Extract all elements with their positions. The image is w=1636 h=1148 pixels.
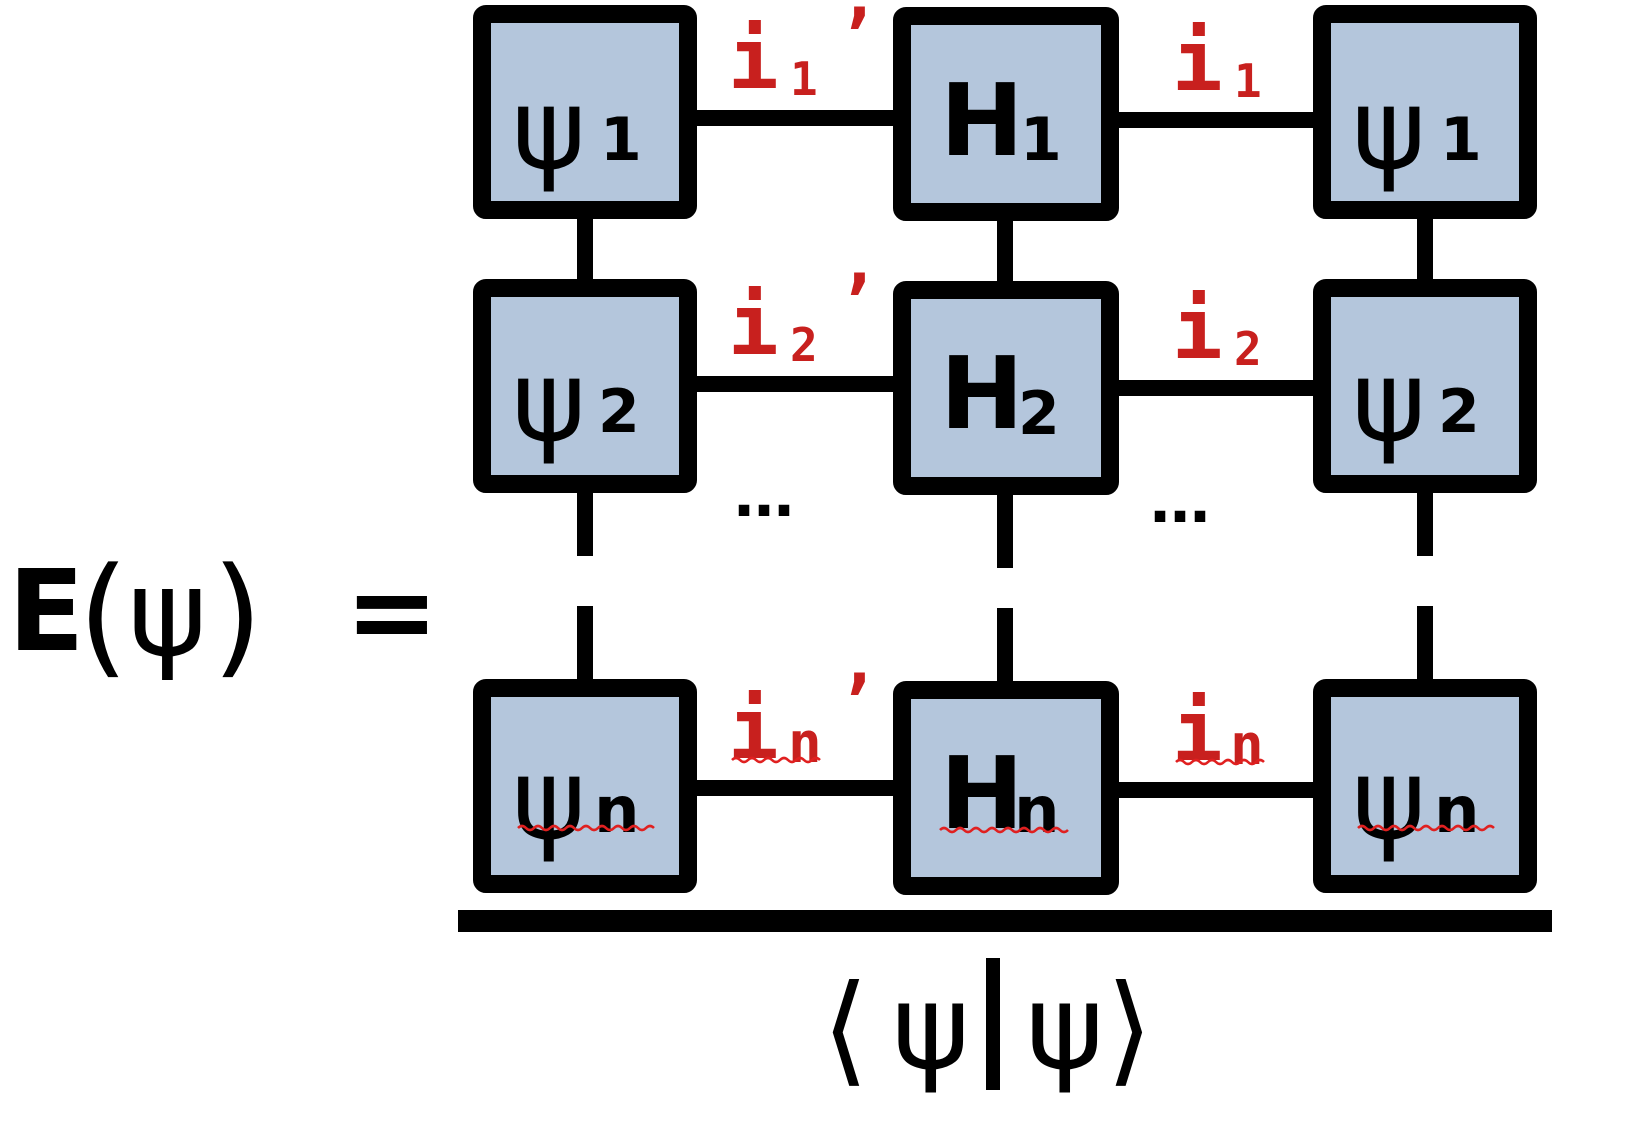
spellcheck-squiggle (939, 826, 1069, 834)
psi-right-n-sub: n (1434, 774, 1480, 848)
psi-right-n-symbol: ψ (1352, 735, 1426, 865)
psi-left-1-sub: 1 (600, 105, 642, 175)
lhs-open-paren: ( (78, 539, 129, 691)
h-n-sub: n (1014, 774, 1060, 848)
psi-right-1-sub: 1 (1440, 105, 1482, 175)
psi-right-n-tensor (1313, 679, 1537, 893)
psi-right-1-tensor (1313, 5, 1537, 219)
spellcheck-squiggle (1175, 758, 1265, 766)
den-psi-left: ψ (892, 958, 970, 1096)
h-1-sub: 1 (1020, 105, 1062, 175)
index-left-1-prime: ’ (836, 0, 878, 77)
den-open-bracket: ⟨ (822, 960, 869, 1099)
index-left-n: i (728, 680, 779, 778)
psi-left-2-sub: 2 (598, 377, 640, 447)
denominator: ⟨ ψ ψ ⟩ (822, 958, 1153, 1099)
index-right-2: i (1172, 280, 1223, 378)
index-left-n-prime: ’ (836, 661, 878, 743)
index-right-1: i (1172, 12, 1223, 110)
row-2: ψ 2 H 2 ψ 2 i 2 ’ i 2 (473, 261, 1537, 495)
vertical-bonds (577, 212, 1433, 686)
psi-left-2-tensor (473, 279, 697, 493)
psi-right-2-tensor (1313, 279, 1537, 493)
index-left-2-sub: 2 (790, 318, 818, 372)
index-left-1: i (728, 10, 779, 108)
row-1: ψ 1 H 1 ψ 1 i 1 ’ i 1 (473, 0, 1537, 221)
lhs-expression: E ( ψ ) = (8, 539, 439, 691)
spellcheck-squiggle (731, 756, 821, 764)
index-left-2-prime: ’ (836, 261, 878, 343)
index-left-2: i (728, 276, 779, 374)
index-right-n: i (1172, 682, 1223, 780)
h-2-tensor (893, 281, 1119, 495)
horizontal-bonds (688, 110, 1322, 798)
h-2-sub: 2 (1018, 379, 1060, 449)
den-psi-right: ψ (1026, 958, 1104, 1096)
lhs-close-paren: ) (212, 539, 263, 691)
ellipsis-left: … (734, 461, 794, 531)
h-1-symbol: H (940, 62, 1024, 179)
psi-left-n-symbol: ψ (512, 735, 586, 865)
psi-left-n-sub: n (594, 774, 640, 848)
psi-right-2-sub: 2 (1438, 377, 1480, 447)
row-n: ψ n H n ψ n i n ’ i n (473, 661, 1537, 895)
h-n-symbol: H (940, 735, 1024, 852)
lhs-E: E (8, 547, 85, 677)
psi-left-n-tensor (473, 679, 697, 893)
equals-sign: = (345, 547, 439, 677)
psi-left-2-symbol: ψ (512, 337, 586, 467)
ellipsis-right: … (1150, 467, 1210, 537)
psi-left-1-symbol: ψ (512, 65, 586, 195)
h-1-tensor (893, 7, 1119, 221)
psi-left-1-tensor (473, 5, 697, 219)
fraction-bar (458, 910, 1552, 932)
h-n-tensor (893, 681, 1119, 895)
spellcheck-squiggle (517, 824, 655, 832)
index-right-2-sub: 2 (1234, 322, 1262, 376)
h-2-symbol: H (940, 335, 1024, 452)
spellcheck-squiggle (1357, 824, 1495, 832)
lhs-psi: ψ (128, 545, 207, 684)
psi-right-2-symbol: ψ (1352, 337, 1426, 467)
psi-right-1-symbol: ψ (1352, 65, 1426, 195)
index-right-1-sub: 1 (1234, 54, 1262, 108)
den-bar (986, 958, 1000, 1090)
den-close-bracket: ⟩ (1106, 960, 1153, 1099)
index-right-n-sub: n (1230, 713, 1264, 778)
index-left-n-sub: n (788, 711, 822, 776)
index-left-1-sub: 1 (790, 52, 818, 106)
